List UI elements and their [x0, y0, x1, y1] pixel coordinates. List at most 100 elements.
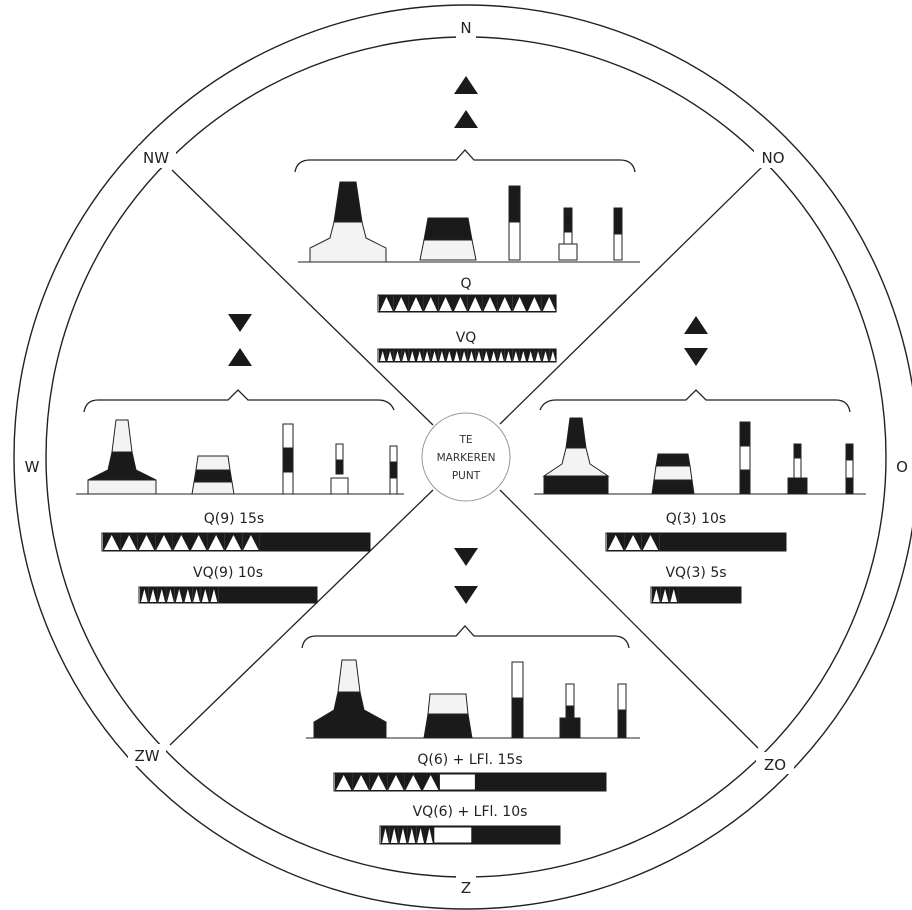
north-vq-label: VQ: [456, 330, 477, 346]
flash-mark: [394, 297, 408, 311]
long-flash: [433, 826, 473, 844]
flash-mark: [225, 535, 242, 550]
flash-mark: [468, 297, 482, 311]
flash-mark: [625, 535, 641, 550]
eclipse-period: [678, 587, 741, 603]
west-q-label: Q(9) 15s: [204, 511, 264, 527]
south-small-buoy: [559, 683, 581, 739]
flash-mark: [402, 351, 408, 361]
flash-mark: [399, 828, 407, 843]
flash-mark: [498, 351, 504, 361]
north-small-buoy: [558, 207, 578, 261]
direction-zw: ZW: [134, 747, 159, 765]
flash-mark: [454, 351, 460, 361]
flash-mark: [439, 351, 445, 361]
flash-mark: [417, 351, 423, 361]
flash-mark: [454, 297, 467, 311]
direction-no: NO: [761, 149, 784, 167]
west-spar-buoy: [282, 423, 294, 495]
south-topmark-cone-lower: [454, 586, 478, 604]
north-quadrant: Q VQ: [294, 76, 640, 363]
east-q-label: Q(3) 10s: [666, 511, 726, 527]
flash-mark: [468, 351, 475, 361]
center-text-line2: MARKEREN: [437, 452, 496, 464]
flash-mark: [353, 775, 369, 790]
divider-nw: [171, 169, 434, 426]
east-drum-buoy: [651, 453, 695, 495]
north-beacon: [613, 207, 623, 261]
direction-z: Z: [461, 879, 471, 897]
flash-mark: [243, 535, 259, 550]
flash-mark: [542, 297, 556, 311]
flash-mark: [520, 351, 526, 361]
flash-mark: [505, 351, 512, 361]
north-topmark-cone-upper: [454, 76, 478, 94]
east-small-buoy: [787, 443, 808, 495]
flash-mark: [424, 351, 430, 361]
south-q-light-bar: [333, 772, 607, 792]
south-drum-buoy: [423, 693, 473, 739]
flash-mark: [104, 535, 120, 550]
direction-n: N: [460, 19, 471, 37]
south-vq-label: VQ(6) + LFl. 10s: [413, 804, 528, 820]
divider-se: [499, 489, 759, 749]
south-pillar-buoy: [313, 659, 387, 739]
flash-mark: [394, 351, 401, 361]
flash-mark: [184, 589, 192, 602]
north-brace: [294, 149, 636, 173]
east-vq-light-bar: [650, 586, 742, 604]
east-vq-label: VQ(3) 5s: [665, 565, 726, 581]
west-vq-light-bar: [138, 586, 318, 604]
west-quadrant: Q(9) 15s VQ(9) 10s: [76, 314, 404, 604]
flash-mark: [661, 589, 669, 602]
west-beacon: [389, 445, 398, 495]
outer-ring: [13, 4, 912, 910]
eclipse-period: [259, 533, 370, 551]
west-brace: [83, 389, 395, 413]
flash-mark: [158, 589, 166, 602]
long-flash: [438, 773, 476, 791]
south-beacon: [617, 683, 627, 739]
flash-mark: [513, 297, 526, 311]
flash-mark: [550, 351, 556, 361]
flash-mark: [201, 589, 209, 602]
flash-mark: [387, 351, 393, 361]
divider-ne: [499, 164, 765, 425]
south-quadrant: Q(6) + LFl. 15s VQ(6) + LFl. 10s: [301, 548, 640, 845]
flash-mark: [156, 535, 172, 550]
east-quadrant: Q(3) 10s VQ(3) 5s: [534, 316, 866, 604]
east-brace: [539, 389, 851, 413]
flash-mark: [653, 589, 660, 602]
west-pillar-buoy: [87, 419, 157, 495]
flash-mark: [380, 297, 393, 311]
flash-mark: [388, 775, 404, 790]
flash-mark: [370, 775, 387, 790]
direction-labels: N NW NO W O ZW ZO Z: [20, 16, 912, 898]
flash-mark: [423, 775, 439, 790]
east-topmark-cone-upper: [684, 316, 708, 334]
flash-mark: [121, 535, 137, 550]
flash-mark: [382, 828, 389, 843]
east-spar-buoy: [739, 421, 751, 495]
flash-mark: [608, 535, 624, 550]
flash-mark: [513, 351, 519, 361]
west-vq-label: VQ(9) 10s: [193, 565, 263, 581]
flash-mark: [476, 351, 482, 361]
flash-mark: [426, 828, 433, 843]
flash-mark: [461, 351, 467, 361]
flash-mark: [439, 297, 452, 311]
south-vq-light-bar: [379, 825, 561, 845]
flash-mark: [498, 297, 512, 311]
flash-mark: [528, 351, 534, 361]
flash-mark: [670, 589, 678, 602]
west-topmark-cone-upper: [228, 314, 252, 332]
flash-mark: [336, 775, 352, 790]
eclipse-period: [659, 533, 786, 551]
north-topmark-cone-lower: [454, 110, 478, 128]
south-brace: [301, 625, 630, 649]
flash-mark: [141, 589, 148, 602]
flash-mark: [167, 589, 174, 602]
flash-mark: [424, 297, 438, 311]
west-small-buoy: [330, 443, 349, 495]
east-pillar-buoy: [542, 417, 610, 495]
